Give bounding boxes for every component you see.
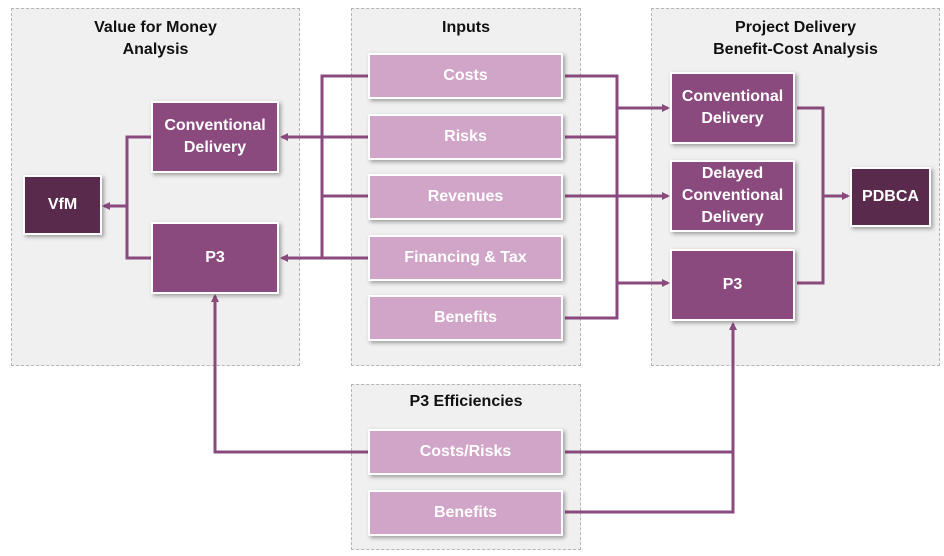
inputs-panel-title: Inputs [442,19,490,36]
efficiency-benefits: Benefits [368,490,563,536]
pdbca-result: PDBCA [850,167,931,227]
connector-vfm-merge [125,135,153,260]
input-benefits: Benefits [368,295,563,341]
input-costs: Costs [368,53,563,99]
input-financing-tax: Financing & Tax [368,235,563,281]
connector-costrisks-to-pdbca-p3 [565,322,737,454]
pdbca-delayed-conventional-delivery: Delayed Conventional Delivery [670,160,795,232]
connector-costrisks-to-vfm-p3 [211,294,370,454]
vfm-conventional-delivery: Conventional Delivery [151,101,279,173]
pdbca-p3: P3 [670,249,795,321]
input-risks: Risks [368,114,563,160]
vfm-result: VfM [23,175,102,235]
pdbca-conventional-delivery: Conventional Delivery [670,72,795,144]
connector-costs-to-vfm [320,74,370,258]
efficiency-costs-risks: Costs/Risks [368,429,563,475]
input-revenues: Revenues [368,174,563,220]
vfm-p3: P3 [151,222,279,294]
vfm-panel-title: Value for Money Analysis [94,19,217,58]
connector-benefits-to-pdbca-p3 [565,452,735,514]
pdbca-panel-title: Project Delivery Benefit-Cost Analysis [713,19,878,58]
efficiencies-panel-title: P3 Efficiencies [409,393,523,410]
connector-pdbca-merge [797,106,825,285]
